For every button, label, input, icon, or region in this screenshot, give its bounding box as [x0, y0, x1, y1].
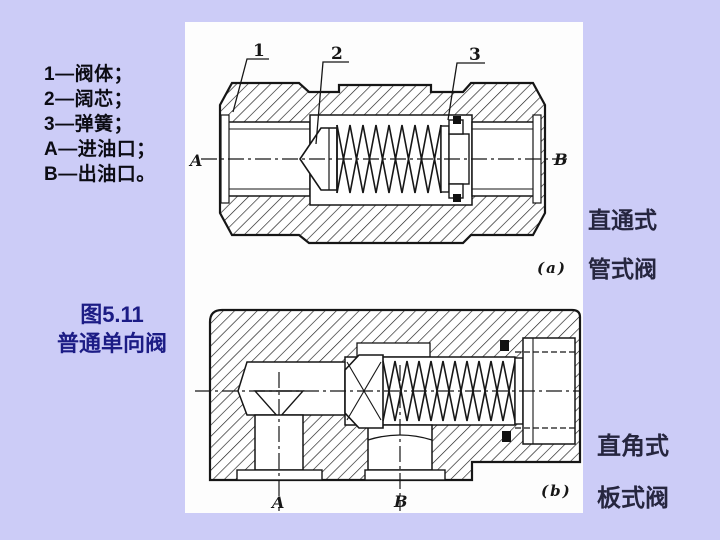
figure-caption: 图5.11 普通单向阀: [28, 300, 196, 358]
part-legend: 1—阀体； 2—阔芯； 3—弹簧； A—进油口； B—出油口。: [44, 62, 156, 187]
diagram-b: A B (b): [195, 308, 582, 512]
sublabel-b: (b): [541, 482, 572, 500]
port-label-a-in: A: [188, 151, 202, 170]
port-label-a-out: B: [553, 150, 568, 169]
part-label-3: 3: [469, 45, 481, 65]
figure-number: 图5.11: [80, 302, 144, 327]
port-label-b-out: B: [393, 492, 408, 511]
inlet-passage-b: [237, 361, 354, 420]
figure-panel: 1 2 3 A B (a): [185, 22, 583, 513]
type-label-b-line1: 直角式: [597, 434, 669, 460]
legend-line-3: 3—弹簧；: [44, 114, 134, 135]
type-label-a-line1: 直通式: [588, 208, 657, 233]
legend-line-5: B—出油口。: [44, 164, 156, 185]
type-label-a-line2: 管式阀: [588, 257, 657, 282]
port-label-b-in: A: [270, 493, 284, 512]
legend-line-2: 2—阔芯；: [44, 89, 134, 110]
legend-line-1: 1—阀体；: [44, 64, 134, 85]
diagram-a: 1 2 3 A B (a): [188, 41, 568, 277]
figure-title: 普通单向阀: [56, 331, 167, 356]
leader-lines-a: [232, 58, 485, 145]
centerlines-b: [195, 365, 581, 511]
type-label-b: 直角式 板式阀: [597, 426, 669, 513]
sublabel-a: (a): [537, 259, 567, 277]
type-label-b-line2: 板式阀: [597, 486, 669, 512]
legend-line-4: A—进油口；: [44, 139, 156, 160]
part-label-2: 2: [331, 44, 343, 64]
part-label-1: 1: [253, 41, 265, 61]
type-label-a: 直通式 管式阀: [588, 201, 657, 284]
